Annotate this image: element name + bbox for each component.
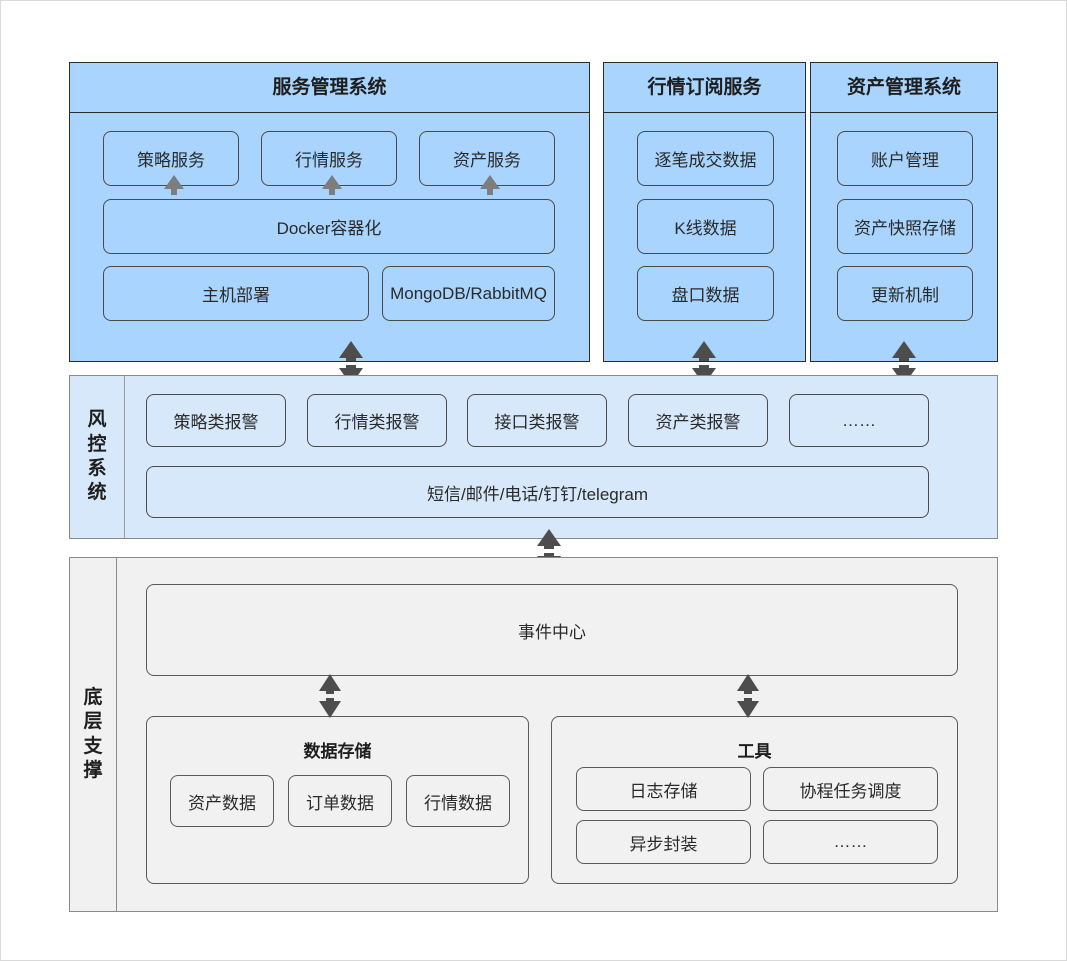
node-middleware[interactable]: MongoDB/RabbitMQ — [382, 266, 555, 321]
node-host-deploy[interactable]: 主机部署 — [103, 266, 369, 321]
arrow-docker-to-asset — [479, 175, 501, 195]
node-alert-strategy[interactable]: 策略类报警 — [146, 394, 286, 447]
risk-control-label-char-3: 系 — [87, 458, 107, 479]
node-update-mechanism[interactable]: 更新机制 — [837, 266, 973, 321]
arrow-event-center-to-data-storage — [318, 674, 342, 718]
node-orderbook-data[interactable]: 盘口数据 — [637, 266, 774, 321]
panel-asset-management: 资产管理系统 账户管理 资产快照存储 更新机制 — [810, 62, 998, 362]
node-tools-more[interactable]: …… — [763, 820, 938, 864]
group-tools: 工具 日志存储 协程任务调度 异步封装 …… — [551, 716, 958, 884]
node-log-storage[interactable]: 日志存储 — [576, 767, 751, 811]
risk-control-label-char-4: 统 — [87, 482, 107, 504]
node-event-center[interactable]: 事件中心 — [146, 584, 958, 676]
risk-control-label-divider — [124, 376, 125, 538]
node-coroutine-task-scheduler[interactable]: 协程任务调度 — [763, 767, 938, 811]
node-docker[interactable]: Docker容器化 — [103, 199, 555, 254]
risk-control-label-char-2: 控 — [87, 433, 107, 455]
panel-service-management-title: 服务管理系统 — [70, 63, 589, 113]
base-support-label-char-3: 支 — [83, 735, 103, 757]
node-notify-channels[interactable]: 短信/邮件/电话/钉钉/telegram — [146, 466, 929, 518]
panel-service-management: 服务管理系统 策略服务 行情服务 资产服务 Docker容器化 主机部署 Mon… — [69, 62, 590, 362]
group-data-storage: 数据存储 资产数据 订单数据 行情数据 — [146, 716, 529, 884]
base-support-label-char-4: 撑 — [83, 759, 103, 781]
base-support-label-char-1: 底 — [83, 686, 103, 708]
node-strategy-service[interactable]: 策略服务 — [103, 131, 239, 186]
node-asset-service[interactable]: 资产服务 — [419, 131, 555, 186]
node-alert-more[interactable]: …… — [789, 394, 929, 447]
arrow-docker-to-market — [321, 175, 343, 195]
base-support-label-divider — [116, 558, 117, 911]
node-alert-market[interactable]: 行情类报警 — [307, 394, 447, 447]
panel-market-subscription-title: 行情订阅服务 — [604, 63, 805, 113]
node-order-data[interactable]: 订单数据 — [288, 775, 392, 827]
node-async-wrapper[interactable]: 异步封装 — [576, 820, 751, 864]
panel-market-subscription: 行情订阅服务 逐笔成交数据 K线数据 盘口数据 — [603, 62, 806, 362]
panel-asset-management-title: 资产管理系统 — [811, 63, 997, 113]
base-support-label: 底 层 支 撑 — [70, 558, 116, 911]
node-tick-data[interactable]: 逐笔成交数据 — [637, 131, 774, 186]
arrow-event-center-to-tools — [736, 674, 760, 718]
node-asset-data[interactable]: 资产数据 — [170, 775, 274, 827]
node-asset-snapshot-storage[interactable]: 资产快照存储 — [837, 199, 973, 254]
base-support-label-char-2: 层 — [83, 711, 103, 733]
node-market-data[interactable]: 行情数据 — [406, 775, 510, 827]
risk-control-label-char-1: 风 — [87, 409, 107, 431]
panel-base-support: 底 层 支 撑 事件中心 数据存储 资产数据 订单数据 行情数据 工具 日志存储… — [69, 557, 998, 912]
group-tools-title: 工具 — [737, 742, 772, 761]
group-data-storage-title: 数据存储 — [303, 742, 372, 761]
panel-risk-control: 风 控 系 统 策略类报警 行情类报警 接口类报警 资产类报警 …… 短信/邮件… — [69, 375, 998, 539]
node-alert-asset[interactable]: 资产类报警 — [628, 394, 768, 447]
arrow-docker-to-strategy — [163, 175, 185, 195]
risk-control-label: 风 控 系 统 — [70, 376, 124, 538]
node-account-management[interactable]: 账户管理 — [837, 131, 973, 186]
node-kline-data[interactable]: K线数据 — [637, 199, 774, 254]
node-alert-interface[interactable]: 接口类报警 — [467, 394, 607, 447]
